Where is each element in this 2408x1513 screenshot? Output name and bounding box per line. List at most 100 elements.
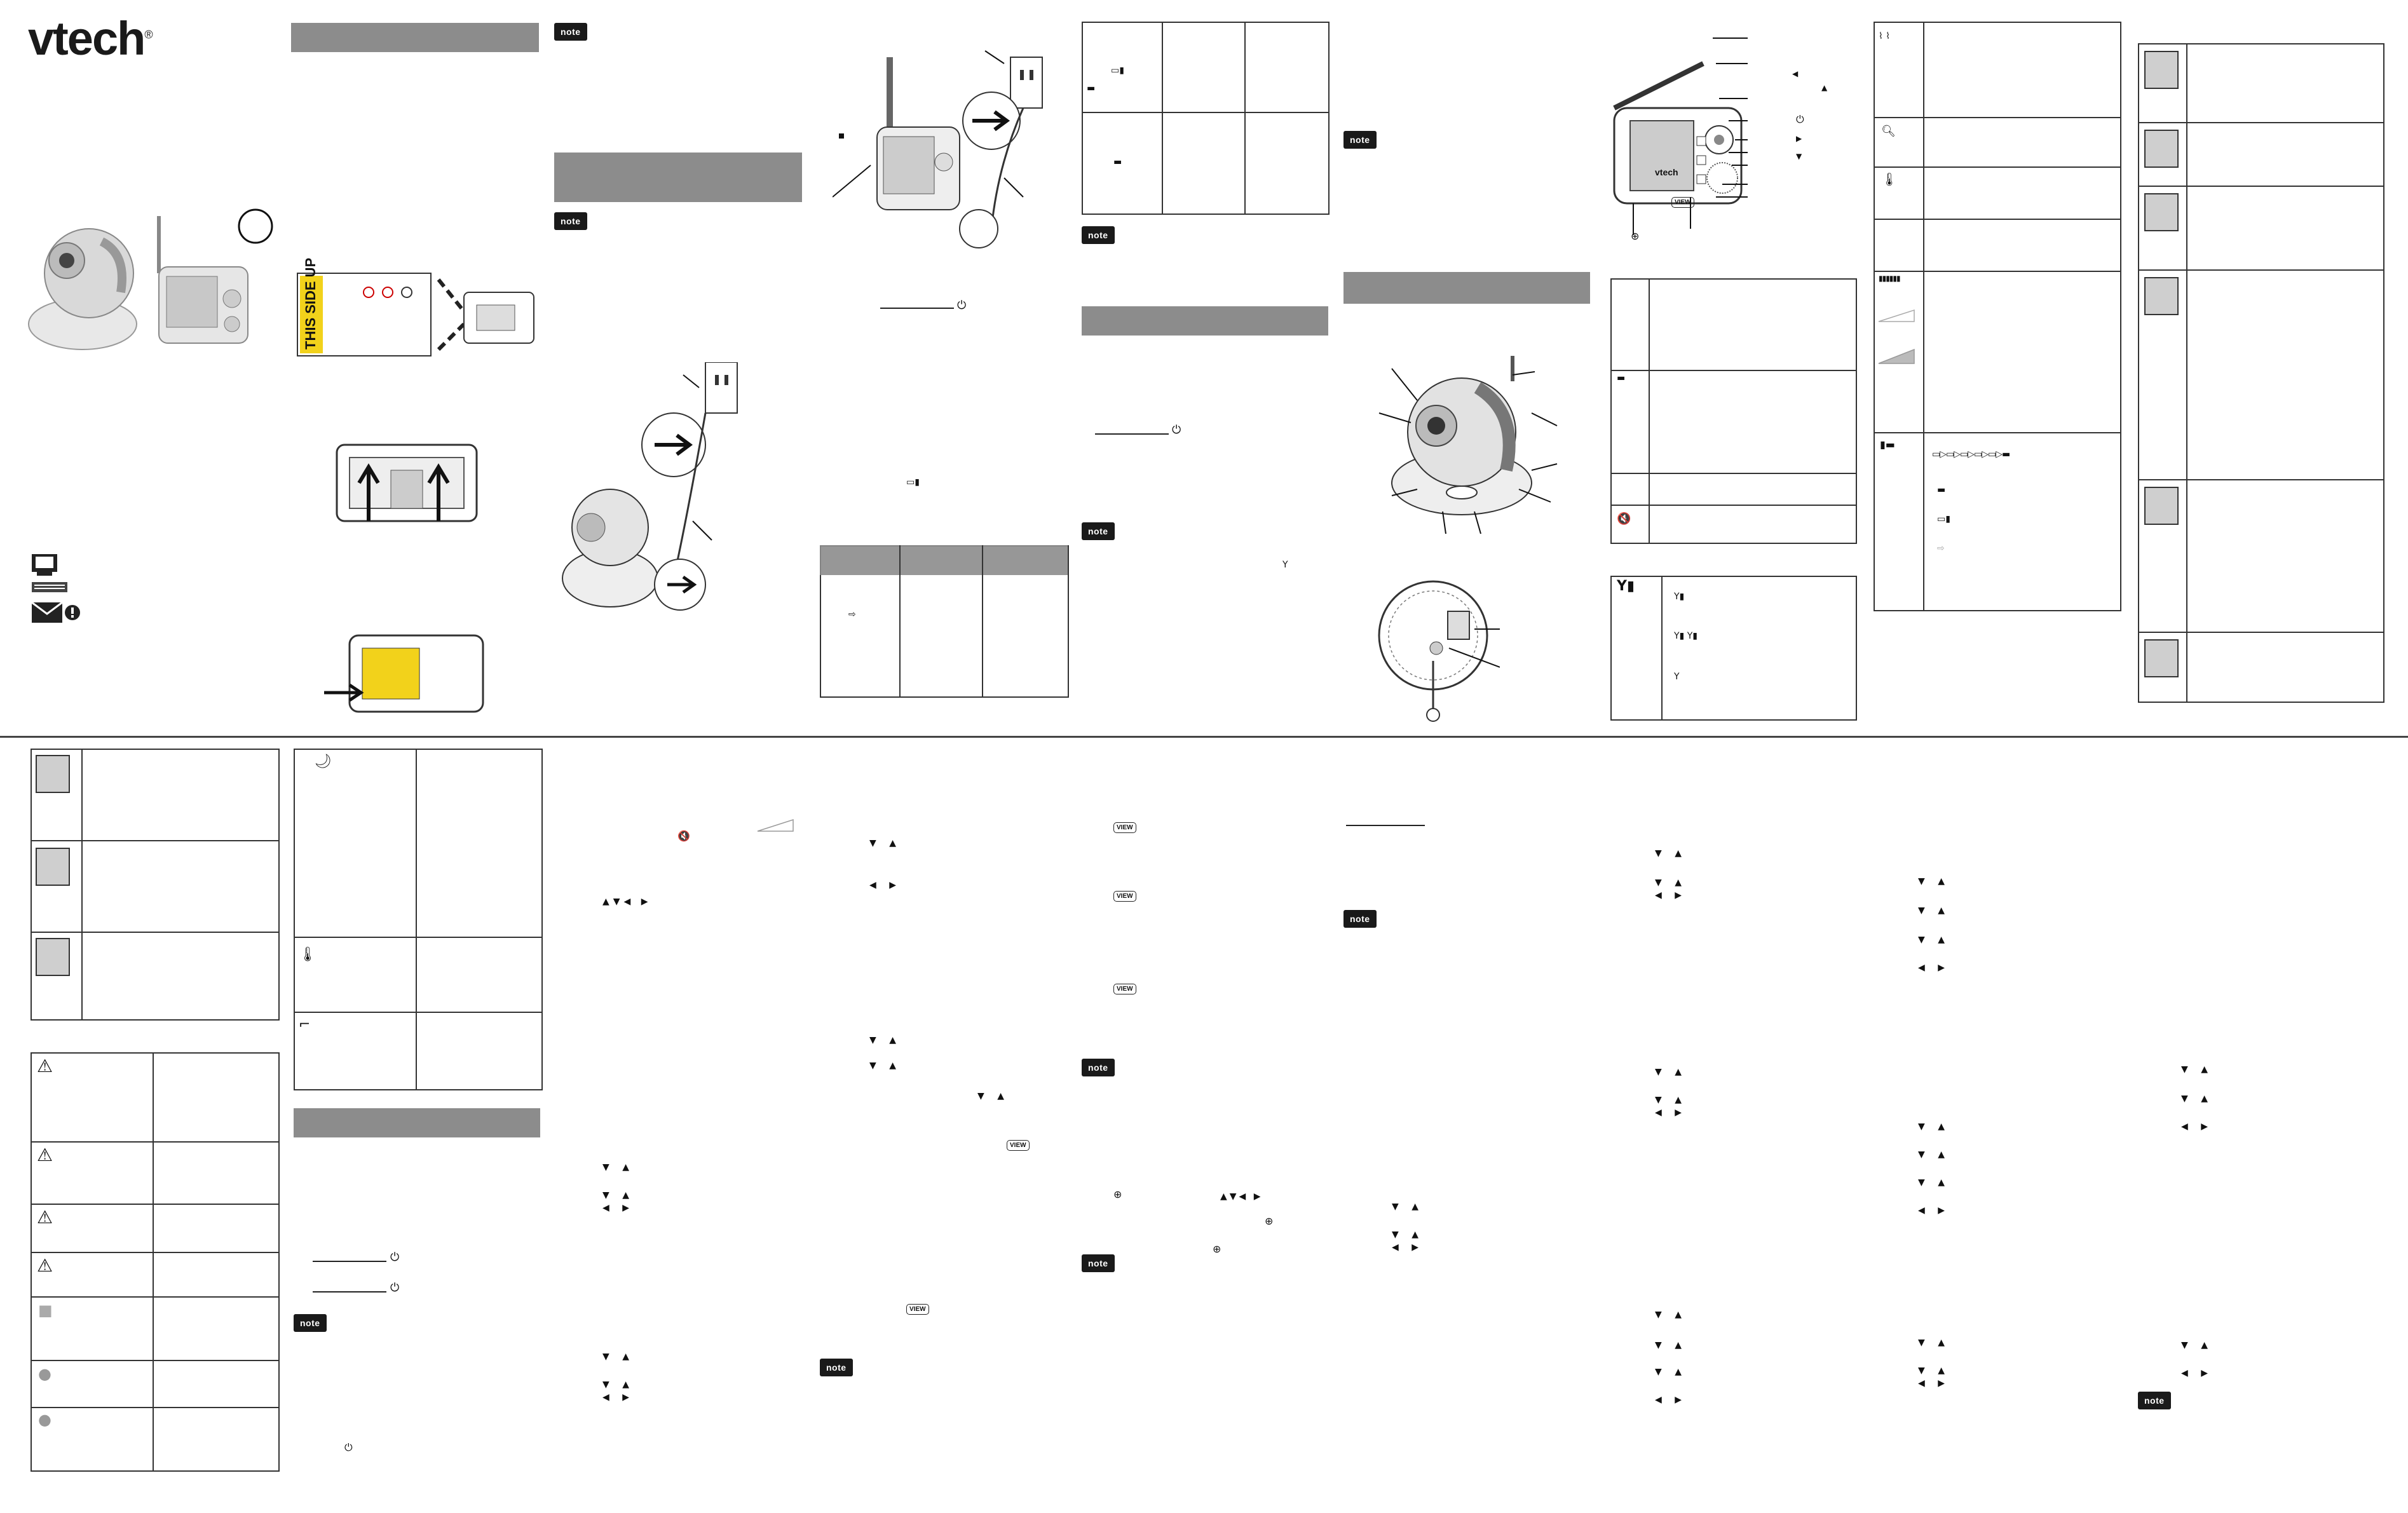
section-header-bar bbox=[1082, 306, 1328, 336]
settings-table bbox=[294, 749, 543, 1090]
note-badge: note bbox=[1343, 910, 1377, 928]
table-col-rule bbox=[153, 1052, 154, 1470]
table-row-rule bbox=[1874, 432, 2120, 433]
down-up-arrows-icon: ▼ ▲ bbox=[869, 1035, 901, 1045]
signal-mid-icon: Y▮ Y▮ bbox=[1674, 631, 1697, 641]
left-arrow-icon: ◀ bbox=[1792, 69, 1799, 78]
note-badge: note bbox=[2138, 1392, 2171, 1409]
power-icon: ⏻ bbox=[390, 1251, 400, 1264]
down-up-arrows-icon: ▼ ▲ bbox=[1655, 1067, 1687, 1077]
registered-mark: ® bbox=[144, 28, 153, 41]
table-row-rule bbox=[31, 1204, 278, 1205]
camera-parts-illustration bbox=[1378, 356, 1558, 534]
table-row-rule bbox=[294, 1012, 541, 1013]
note-badge: note bbox=[820, 1359, 853, 1376]
circle-icon: ● bbox=[38, 1411, 51, 1428]
zoom-icon: ⊕ bbox=[1113, 1188, 1122, 1200]
down-up-arrows-icon: ▼ ▲ bbox=[1918, 1366, 1950, 1376]
view-key-icon: VIEW bbox=[1113, 822, 1136, 833]
chat-icon bbox=[2144, 130, 2179, 168]
feature-table bbox=[1874, 22, 2121, 611]
table-col-rule bbox=[1244, 22, 1246, 214]
gallery-icon bbox=[2144, 51, 2179, 89]
down-up-arrows-icon: ▼ ▲ bbox=[2181, 1094, 2213, 1104]
blank-line bbox=[1346, 825, 1425, 826]
table-header-rule bbox=[820, 545, 1068, 575]
mute-icon: 🔇 bbox=[1617, 512, 1631, 526]
table-row-rule bbox=[1610, 473, 1856, 474]
camera-alert-icon bbox=[36, 938, 70, 976]
warning-icon: ⚠ bbox=[37, 1144, 53, 1165]
note-badge: note bbox=[1082, 1254, 1115, 1272]
note-badge: note bbox=[554, 23, 587, 41]
table-row-rule bbox=[294, 937, 541, 938]
down-up-arrows-icon: ▼ ▲ bbox=[1918, 1177, 1950, 1188]
battery-empty-icon: ▬ bbox=[1087, 83, 1096, 93]
camera-power-illustration bbox=[562, 362, 738, 611]
down-up-arrows-icon: ▼ ▲ bbox=[1655, 848, 1687, 858]
table-row-rule bbox=[31, 1141, 278, 1143]
battery-insert-illustration bbox=[336, 444, 478, 522]
warning-icon: ⚠ bbox=[37, 1207, 53, 1228]
keyboard-icon bbox=[32, 582, 67, 592]
thermometer-icon: 🌡︎ bbox=[1881, 172, 1898, 187]
left-right-arrows-icon: ◀ ▶ bbox=[2181, 1122, 2213, 1132]
battery-level-icon: ▮▬ bbox=[1880, 438, 1895, 451]
blank-line bbox=[880, 308, 954, 309]
marker bbox=[839, 133, 844, 139]
vtech-logo: vtech® bbox=[28, 11, 153, 65]
table-row-rule bbox=[1610, 505, 1856, 506]
down-up-arrows-icon: ▼ ▲ bbox=[1918, 906, 1950, 916]
down-up-arrows-icon: ▼ ▲ bbox=[602, 1190, 634, 1200]
settings-icon bbox=[2144, 639, 2179, 677]
search-icon: 🔍︎ bbox=[1881, 125, 1896, 138]
table-row-rule bbox=[1082, 112, 1328, 113]
note-badge: note bbox=[1343, 131, 1377, 149]
screen-icon bbox=[2144, 277, 2179, 315]
table-row-rule bbox=[1874, 117, 2120, 118]
battery-sequence-icon: ▭▷▭▷▭▷▭▷▭▷▬ bbox=[1932, 449, 2010, 459]
table-row-rule bbox=[31, 932, 278, 933]
table-row-rule bbox=[31, 1252, 278, 1253]
table-row-rule bbox=[31, 840, 278, 841]
down-up-arrows-icon: ▼ ▲ bbox=[2181, 1064, 2213, 1075]
table-row-rule bbox=[2138, 122, 2383, 123]
monitor-controls-illustration bbox=[1613, 37, 1748, 235]
table-col-rule bbox=[81, 749, 83, 1019]
down-up-arrows-icon: ▼ ▲ bbox=[1392, 1230, 1424, 1240]
table-row-rule bbox=[31, 1296, 278, 1298]
zoom-icon: ⊕ bbox=[1631, 230, 1640, 242]
left-right-arrows-icon: ◀ ▶ bbox=[1392, 1242, 1424, 1252]
table-row-rule bbox=[1610, 370, 1856, 371]
feature-icons-table bbox=[2138, 43, 2384, 703]
note-badge: note bbox=[1082, 1059, 1115, 1076]
left-right-arrows-icon: ◀ ▶ bbox=[602, 1392, 634, 1402]
zoom-icon: ⊕ bbox=[1213, 1243, 1221, 1255]
view-key-icon: VIEW bbox=[1113, 984, 1136, 994]
power-icon: ⏻ bbox=[390, 1281, 400, 1294]
note-badge: note bbox=[294, 1314, 327, 1332]
battery-cover-illustration bbox=[324, 634, 484, 713]
view-key-icon: VIEW bbox=[1113, 891, 1136, 902]
volume-bars-icon: ▮▮▮▮▮▮ bbox=[1879, 274, 1901, 283]
warning-icon: ⚠ bbox=[37, 1255, 53, 1276]
down-up-arrows-icon: ▼ ▲ bbox=[602, 1352, 634, 1362]
table-col-rule bbox=[1162, 22, 1163, 214]
left-right-arrows-icon: ◀ ▶ bbox=[1918, 963, 1950, 973]
battery-low-icon: ▭▮ bbox=[1937, 514, 1950, 524]
square-icon: ■ bbox=[38, 1301, 53, 1319]
power-icon: ⏻ bbox=[957, 299, 967, 312]
down-up-arrows-icon: ▼ ▲ bbox=[977, 1091, 1009, 1101]
monitor-power-illustration bbox=[833, 50, 1043, 248]
blank-line bbox=[1095, 433, 1169, 435]
plug-icon: ⇨ bbox=[1937, 543, 1945, 553]
section-header-bar bbox=[291, 23, 539, 52]
table-col-rule bbox=[1661, 576, 1663, 719]
section-header-bar bbox=[294, 1108, 540, 1137]
plug-icon: ⇨ bbox=[848, 609, 856, 620]
left-right-arrows-icon: ◀ ▶ bbox=[1655, 1108, 1687, 1118]
contact-icons bbox=[31, 553, 81, 625]
down-up-arrows-icon: ▼ ▲ bbox=[2181, 1340, 2213, 1350]
direction-arrows-icon: ▲▼◀ ▶ bbox=[1220, 1191, 1263, 1202]
battery-full-icon: ▬ bbox=[1937, 485, 1946, 495]
